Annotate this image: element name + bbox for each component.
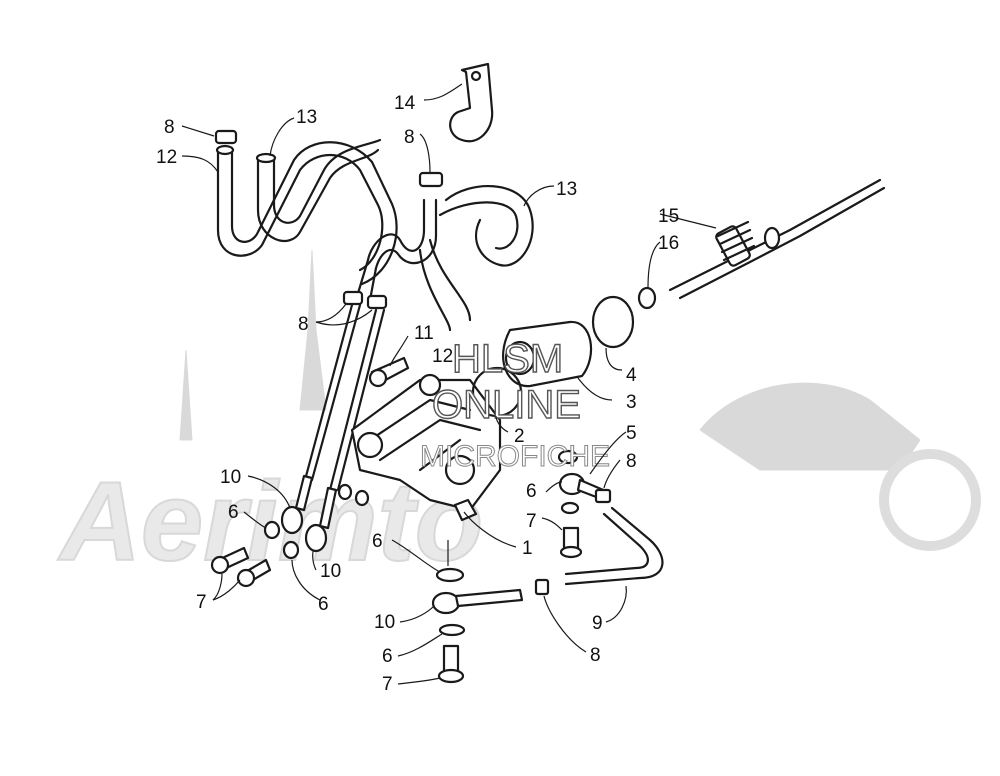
callout-1: 1	[522, 538, 533, 559]
washer-16	[637, 286, 657, 310]
bracket-14	[449, 62, 494, 143]
banjo-tube-left-a	[294, 474, 314, 512]
hose-line-left	[303, 303, 362, 482]
washer-6-left-b	[282, 540, 300, 560]
callout-10: 10	[220, 467, 241, 488]
watermark-tower-shape	[179, 349, 193, 441]
oil-hose-13-middle-outer	[438, 201, 519, 250]
bolt-7-bottom	[442, 644, 460, 674]
callout-11: 11	[414, 323, 434, 344]
callout-7: 7	[526, 511, 537, 532]
o-ring-2	[471, 366, 523, 418]
pump-housing-detail	[368, 398, 482, 472]
callout-labels: 8 12 13 14 8 13 8 11 12 15 16 4 3 2 5 8 …	[156, 93, 679, 695]
bolt-7-right-head	[559, 545, 583, 559]
hose-clamp-8-top-middle	[418, 171, 444, 188]
oil-pump-assembly	[350, 373, 502, 522]
bolt-11-head	[368, 368, 388, 388]
callout-8: 8	[298, 314, 309, 335]
banjo-fitting-10-left-a	[280, 505, 304, 535]
callout-14: 14	[394, 93, 416, 114]
pump-port-center	[444, 454, 476, 486]
bolt-7-left-a-head	[210, 555, 230, 575]
hose-clamp-8-right	[594, 488, 612, 504]
washer-6-right-lower	[560, 501, 580, 515]
callout-7: 7	[382, 674, 393, 695]
hose-clamp-8-pair-right	[366, 294, 388, 310]
hose-clamp-8-bottom	[534, 578, 550, 596]
callout-8: 8	[404, 127, 415, 148]
watermark-spire-shape	[299, 249, 327, 411]
callout-8: 8	[164, 117, 175, 138]
callout-12: 12	[432, 346, 453, 367]
oil-hose-12-middle	[354, 198, 426, 302]
washer-6-center-a	[337, 483, 353, 501]
callout-6: 6	[372, 531, 383, 552]
washer-6-bottom-lower	[438, 623, 466, 637]
leader-lines	[181, 83, 717, 685]
shaft-collar	[763, 226, 781, 250]
banjo-tube-bottom	[454, 588, 524, 608]
hose-clamp-8-top-left	[214, 129, 238, 145]
callout-6: 6	[318, 594, 329, 615]
callout-9: 9	[592, 613, 603, 634]
oil-hose-12-middle-outer	[368, 198, 438, 302]
callout-10: 10	[374, 612, 395, 633]
pump-nipple-right	[453, 498, 478, 522]
callout-8: 8	[626, 451, 637, 472]
watermark-hlsm: HLSM	[452, 337, 563, 381]
washer-6-center-b	[354, 489, 370, 507]
callout-13: 13	[556, 179, 577, 200]
watermark-microfiche: MICROFICHE	[420, 440, 610, 473]
oil-hose-12-left-outer	[230, 141, 398, 286]
oil-hose-12-left	[216, 148, 384, 272]
watermark-motorcycle-shape	[699, 382, 921, 471]
callout-6: 6	[382, 646, 393, 667]
pump-cover-port	[504, 340, 536, 376]
watermark-online: ONLINE	[432, 383, 581, 427]
callout-2: 2	[514, 426, 525, 447]
oil-hose-9	[564, 506, 664, 586]
oil-hose-13-left	[256, 148, 380, 242]
banjo-tube-left-b	[318, 486, 338, 530]
callout-7: 7	[196, 592, 207, 613]
o-ring-4	[591, 295, 635, 349]
drive-gear-teeth	[716, 220, 756, 262]
bracket-14-hole	[470, 70, 482, 82]
banjo-fitting-10-left-b	[304, 523, 328, 553]
hose-line-right	[328, 308, 386, 492]
hose-end-13	[255, 152, 277, 164]
callout-8: 8	[590, 645, 601, 666]
washer-6-left-a	[263, 520, 281, 540]
callout-3: 3	[626, 392, 637, 413]
callout-13: 13	[296, 107, 317, 128]
callout-10: 10	[320, 561, 341, 582]
hose-clamp-8-pair-left	[342, 290, 364, 306]
pump-port-left	[356, 431, 384, 459]
callout-6: 6	[228, 502, 239, 523]
callout-4: 4	[626, 365, 637, 386]
pump-port-top	[418, 373, 442, 397]
oil-hose-13-middle	[444, 184, 534, 267]
washer-6-bottom-upper	[435, 567, 465, 583]
callout-12: 12	[156, 147, 177, 168]
callout-5: 5	[626, 423, 637, 444]
callout-6: 6	[526, 481, 537, 502]
bolt-7-left-b-head	[236, 568, 256, 588]
washer-6-right-upper	[557, 449, 579, 465]
oil-hose-13-loop	[418, 238, 472, 332]
watermark-wheel-shape	[879, 449, 981, 551]
oil-hose-13-left-outer	[272, 138, 382, 224]
bolt-7-bottom-head	[437, 668, 465, 684]
hose-end-12	[215, 144, 235, 156]
callout-16: 16	[658, 233, 679, 254]
callout-15: 15	[658, 206, 679, 227]
